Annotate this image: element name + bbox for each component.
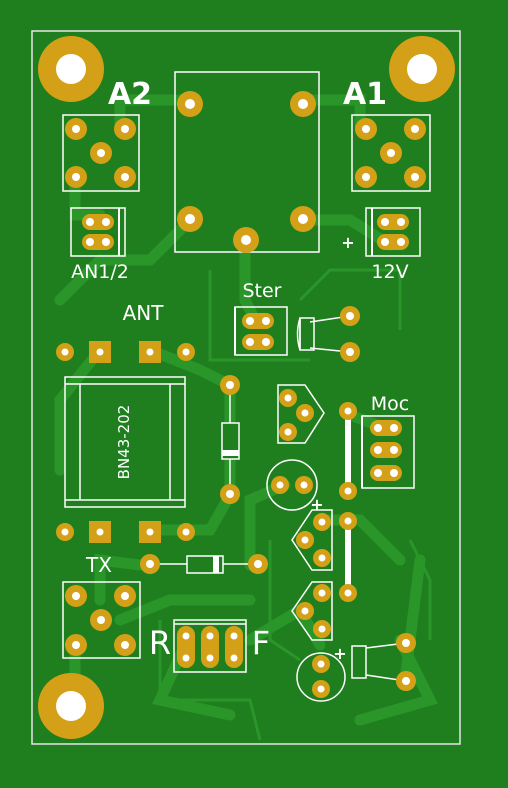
label-bn43: BN43-202: [115, 405, 133, 480]
ant-pads: [56, 341, 195, 363]
connector-ster: [234, 306, 288, 356]
tx-pads: [56, 521, 195, 543]
resistor-r1: [339, 402, 357, 500]
transistor-q2: [291, 509, 333, 571]
label-tx: TX: [85, 553, 112, 577]
connector-tx: [62, 581, 141, 659]
capacitor-c1: [296, 306, 360, 362]
label-c3-plus: +: [333, 644, 346, 663]
transistor-q3: [291, 581, 333, 641]
label-ant: ANT: [123, 301, 165, 325]
relay-footprint: [174, 71, 320, 253]
capacitor-c4: [351, 633, 416, 691]
diode-d1: [220, 375, 240, 504]
transistor-q1: [277, 384, 325, 444]
label-a2: A2: [108, 77, 152, 112]
label-an12: AN1/2: [71, 261, 129, 283]
label-f: F: [252, 624, 270, 662]
connector-moc: [361, 415, 415, 489]
transformer-bn43: [64, 376, 186, 508]
connector-a2: [62, 114, 140, 192]
resistor-r2: [339, 512, 357, 602]
mounting-hole-bottom-left: [38, 673, 104, 739]
connector-a1: [351, 114, 431, 192]
copper-fill-lines: [158, 268, 432, 741]
label-c2-plus: +: [310, 495, 323, 514]
diode-d2: [140, 554, 268, 574]
board-outline: [31, 30, 461, 745]
label-r: R: [149, 624, 171, 662]
label-12v: 12V: [371, 261, 408, 283]
connector-12v: [365, 207, 421, 257]
capacitor-c3: [296, 652, 346, 702]
label-12v-plus: +: [341, 233, 354, 252]
mounting-hole-top-left: [38, 36, 104, 102]
capacitor-c2: [266, 459, 318, 511]
label-a1: A1: [343, 77, 387, 112]
switch-rf: [173, 619, 247, 673]
connector-an12: [70, 207, 126, 257]
label-moc: Moc: [371, 393, 409, 415]
mounting-hole-top-right: [389, 36, 455, 102]
label-ster: Ster: [242, 280, 281, 302]
